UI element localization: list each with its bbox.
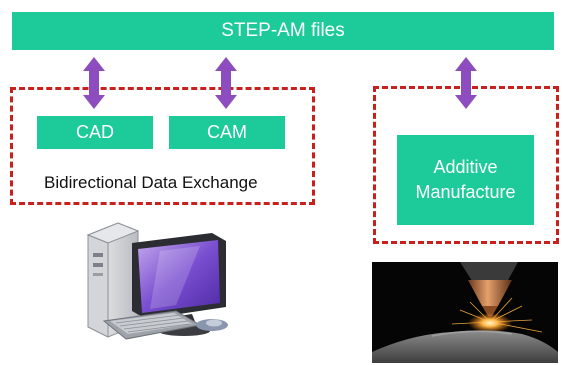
cam-label: CAM bbox=[207, 122, 247, 142]
double-arrow-icon bbox=[83, 57, 105, 109]
double-arrow-icon bbox=[455, 57, 477, 109]
cam-box: CAM bbox=[169, 116, 285, 149]
bidirectional-caption: Bidirectional Data Exchange bbox=[44, 173, 258, 192]
data-exchange-frame bbox=[10, 87, 315, 205]
laser-metal-deposition-photo bbox=[372, 262, 558, 363]
desktop-computer-icon bbox=[86, 222, 228, 340]
double-arrow-icon bbox=[215, 57, 237, 109]
cad-box: CAD bbox=[37, 116, 153, 149]
am-label-line2: Manufacture bbox=[415, 182, 516, 202]
step-am-files-label: STEP-AM files bbox=[221, 20, 345, 41]
am-label-line1: Additive bbox=[433, 157, 498, 177]
additive-manufacture-box: Additive Manufacture bbox=[397, 135, 534, 225]
cad-label: CAD bbox=[75, 122, 114, 142]
step-am-files-bar: STEP-AM files bbox=[12, 12, 554, 50]
